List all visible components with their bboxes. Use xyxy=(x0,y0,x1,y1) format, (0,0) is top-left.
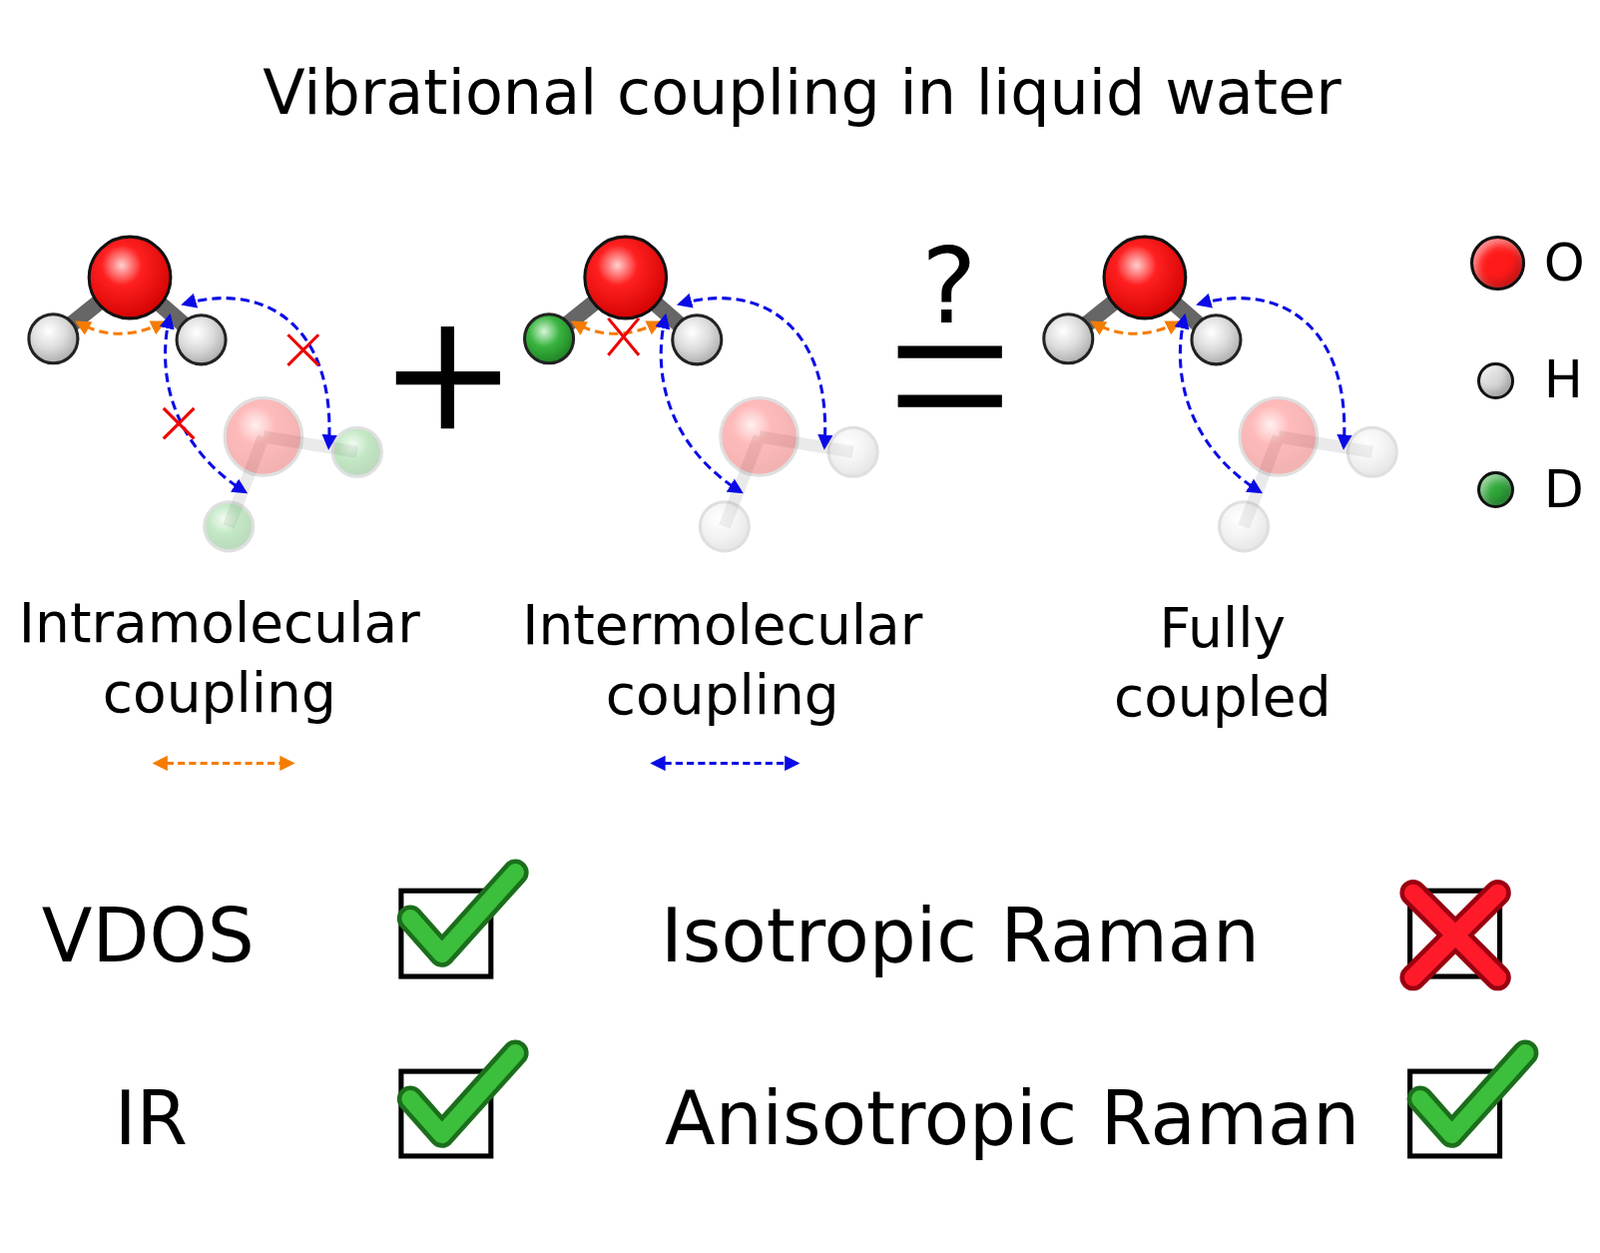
legend-label: O xyxy=(1544,232,1586,293)
label-text: ? xyxy=(921,226,978,349)
title: Vibrational coupling in liquid water xyxy=(262,55,1342,129)
legend-swatch xyxy=(1470,235,1526,291)
spectrum-name: Anisotropic Raman xyxy=(664,1078,1360,1160)
label-text: IR xyxy=(114,1075,188,1162)
label-text: Intramolecular coupling xyxy=(18,591,421,726)
legend-label-box: O xyxy=(1544,234,1586,292)
label-text: Intermolecular coupling xyxy=(522,593,923,728)
legend-label-box: D xyxy=(1544,461,1585,519)
coupling-label: Fully coupled xyxy=(1113,593,1332,734)
coupling-label: Intramolecular coupling xyxy=(18,589,421,730)
label-text: Isotropic Raman xyxy=(660,893,1260,980)
coupling-label: Intermolecular coupling xyxy=(522,591,923,732)
spectrum-name: VDOS xyxy=(41,896,255,978)
spectrum-name: Isotropic Raman xyxy=(660,896,1260,978)
legend-label: H xyxy=(1544,350,1584,411)
label-text: Fully coupled xyxy=(1113,595,1332,730)
label-text: VDOS xyxy=(41,893,255,980)
question-mark: ? xyxy=(921,230,978,347)
legend-label-box: H xyxy=(1544,352,1584,410)
legend-swatch xyxy=(1477,471,1515,509)
title-box: Vibrational coupling in liquid water xyxy=(262,55,1342,129)
legend-label: D xyxy=(1544,459,1585,520)
spectrum-name: IR xyxy=(114,1078,188,1160)
legend-swatch xyxy=(1477,362,1515,400)
label-text: Anisotropic Raman xyxy=(664,1075,1360,1162)
